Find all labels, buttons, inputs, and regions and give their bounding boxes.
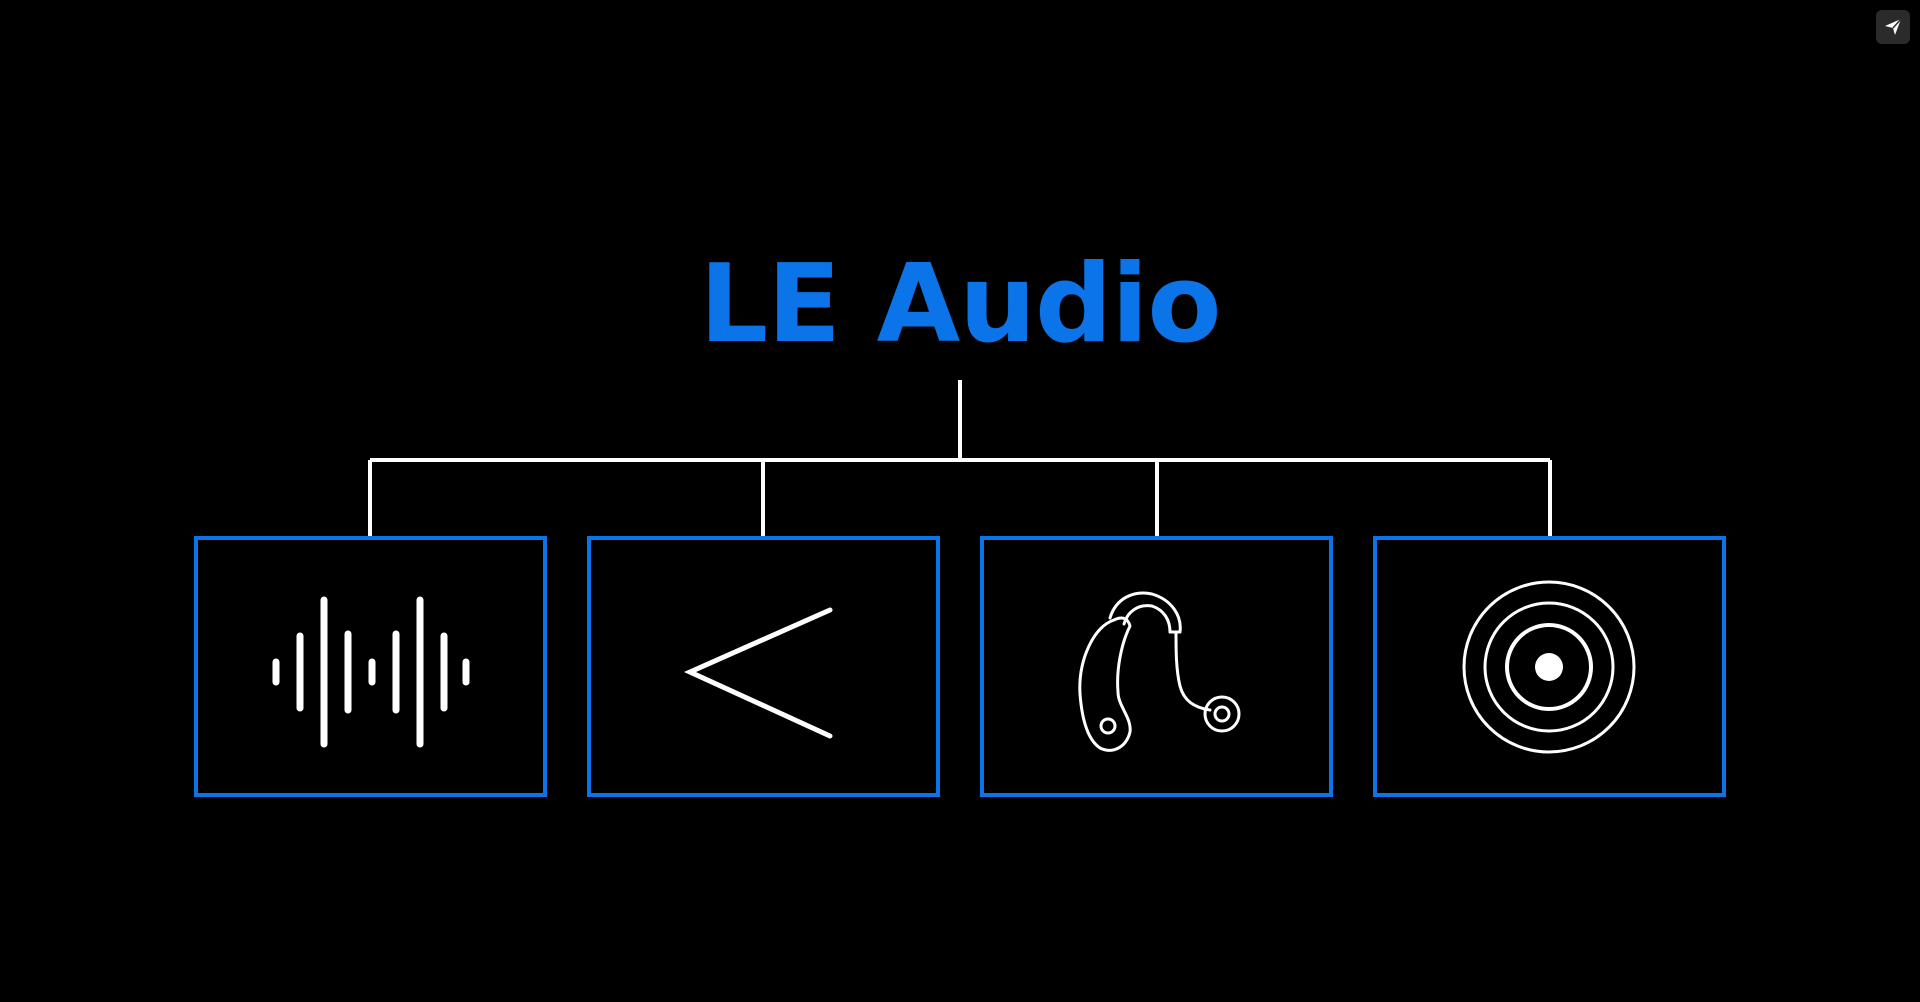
node-box-1	[194, 536, 547, 797]
send-icon	[1885, 18, 1902, 35]
broadcast-target-icon	[1462, 580, 1636, 754]
node-box-4	[1373, 536, 1726, 797]
hearing-aid-icon	[1078, 591, 1241, 752]
node-box-2	[587, 536, 940, 797]
sound-wave-icon	[272, 596, 470, 748]
node-box-3	[980, 536, 1333, 797]
diagram-title: LE Audio	[699, 242, 1221, 367]
share-button[interactable]	[1876, 10, 1910, 44]
chevron-left-icon	[683, 607, 833, 739]
connector-tree	[368, 380, 1552, 538]
